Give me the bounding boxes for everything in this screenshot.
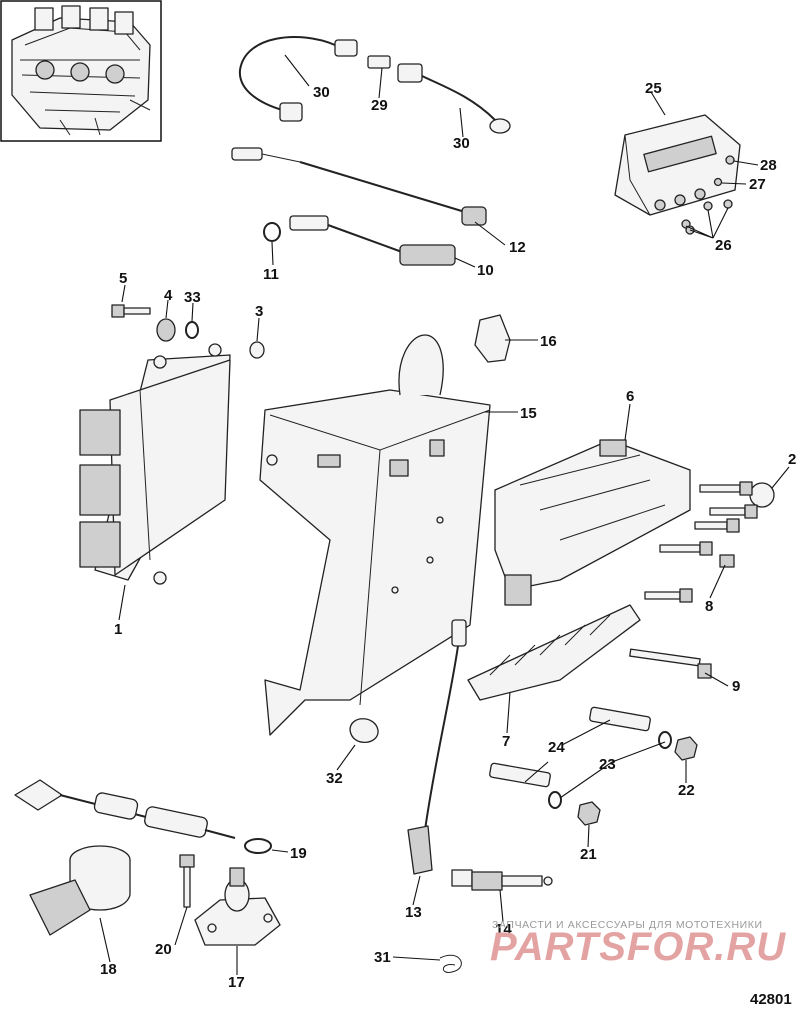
callout-10: 10 <box>477 262 494 279</box>
bolt-9 <box>629 648 712 679</box>
callout-17: 17 <box>228 974 245 991</box>
bolts-8 <box>644 481 758 603</box>
callout-12: 12 <box>509 239 526 256</box>
callout-22: 22 <box>678 782 695 799</box>
watermark-logo-text: PARTSFOR.RU <box>490 925 786 969</box>
callout-6: 6 <box>626 388 634 405</box>
callout-23: 23 <box>599 756 616 773</box>
callout-20: 20 <box>155 941 172 958</box>
callout-32: 32 <box>326 770 343 787</box>
plug-wire-13 <box>407 619 467 875</box>
grommet-4 <box>156 318 176 342</box>
boot-18 <box>29 845 131 936</box>
callout-3: 3 <box>255 303 263 320</box>
callout-14: 14 <box>495 921 512 938</box>
callout-31: 31 <box>374 949 391 966</box>
callout-29: 29 <box>371 97 388 114</box>
callout-21: 21 <box>580 846 597 863</box>
screw-28 <box>725 155 735 165</box>
nut-22 <box>674 736 698 761</box>
clip-31 <box>439 954 462 973</box>
callout-19: 19 <box>290 845 307 862</box>
sensor-cable-12 <box>231 147 487 226</box>
ecm-1 <box>79 343 231 585</box>
watermark: ЗАПЧАСТИ И АКСЕССУАРЫ ДЛЯ МОТОТЕХНИКИ PA… <box>490 919 786 969</box>
engine-thumbnail <box>0 0 162 142</box>
callout-33: 33 <box>184 289 201 306</box>
callout-28: 28 <box>760 157 777 174</box>
leader-lines <box>99 54 790 975</box>
bracket-15 <box>259 334 491 736</box>
callout-9: 9 <box>732 678 740 695</box>
callout-5: 5 <box>119 270 127 287</box>
spark-plug-14 <box>451 869 553 891</box>
callout-24: 24 <box>548 739 565 756</box>
callout-labels: 1 2 3 4 5 6 7 8 9 10 11 12 13 14 15 16 1… <box>100 80 796 991</box>
clamp-32 <box>349 718 379 744</box>
gasket-16 <box>474 314 511 363</box>
callout-30-lower: 30 <box>453 135 470 152</box>
callout-16: 16 <box>540 333 557 350</box>
callout-15: 15 <box>520 405 537 422</box>
sensor-17 <box>194 867 281 946</box>
connector-29 <box>367 55 391 69</box>
studs-24 <box>489 706 651 788</box>
callout-8: 8 <box>705 598 713 615</box>
sensor-harness-30 <box>238 36 511 134</box>
bolt-20 <box>179 854 195 908</box>
callout-1: 1 <box>114 621 122 638</box>
document-number: 42801 <box>750 991 792 1008</box>
o-ring-11 <box>263 222 281 242</box>
screw-27 <box>713 177 723 187</box>
washers-23 <box>548 731 672 809</box>
washer-33 <box>185 321 199 339</box>
callout-2: 2 <box>788 451 796 468</box>
coil-pack-6 <box>494 439 691 606</box>
callout-4: 4 <box>164 287 173 304</box>
callout-27: 27 <box>749 176 766 193</box>
clip-2 <box>749 482 775 508</box>
nuts-26 <box>681 199 733 235</box>
callout-7: 7 <box>502 733 510 750</box>
sensor-10 <box>289 215 456 266</box>
callout-13: 13 <box>405 904 422 921</box>
callout-26: 26 <box>715 237 732 254</box>
spacer-3 <box>249 341 265 359</box>
cable-19 <box>14 779 272 854</box>
nut-21 <box>577 801 601 826</box>
watermark-top-text: ЗАПЧАСТИ И АКСЕССУАРЫ ДЛЯ МОТОТЕХНИКИ <box>492 919 763 931</box>
callout-18: 18 <box>100 961 117 978</box>
module-25 <box>614 114 741 216</box>
boot-holder-7 <box>467 604 641 701</box>
callout-25: 25 <box>645 80 662 97</box>
bolt-5 <box>111 304 151 318</box>
callout-30-upper: 30 <box>313 84 330 101</box>
callout-11: 11 <box>263 266 279 283</box>
